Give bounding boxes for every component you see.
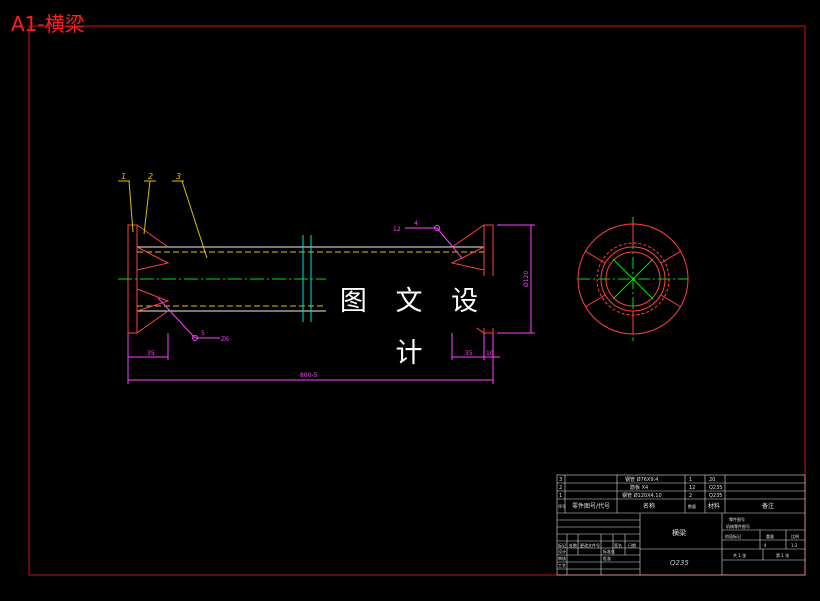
bom-header-name: 名称 — [643, 502, 655, 510]
bom-header-no: 序号 — [558, 503, 566, 509]
bom-row-name: 筋板 X4 — [630, 484, 648, 491]
part-name: 横梁 — [672, 528, 686, 537]
signoff-label: 工艺 — [558, 563, 566, 568]
balloon-1: 1 — [121, 172, 126, 181]
title-block — [556, 474, 806, 576]
dim-overall-length: 800-5 — [300, 372, 318, 379]
balloon-3: 3 — [176, 172, 181, 181]
dim-left-offset: 35 — [147, 350, 155, 357]
bom-header-qty: 数量 — [688, 503, 696, 509]
qty-value: 4 — [764, 543, 767, 548]
bom-row-no: 2 — [559, 485, 562, 491]
title-block-text: 横梁 Q235 零件图号 机械零件图号 阶段标记 重量 比例 4 1:2 共 1… — [558, 516, 799, 568]
drawing-title: A1-横梁 — [11, 12, 85, 36]
balloon-leaders — [118, 180, 208, 259]
bom-header-remark: 备注 — [762, 502, 774, 510]
weld-bottom-sym: Z6 — [221, 336, 229, 343]
scale-label: 比例 — [791, 533, 799, 539]
drawing-border — [28, 25, 806, 576]
dimension-lines — [127, 224, 535, 384]
bom-header-code: 零件图号/代号 — [572, 502, 610, 510]
stage-label: 阶段标记 — [725, 533, 741, 539]
change-label: 处数 — [569, 542, 577, 548]
weld-top-sym: 12 — [393, 226, 401, 233]
bom-row-material: Q235 — [709, 493, 722, 499]
change-label: 日期 — [628, 542, 636, 548]
weld-symbols — [157, 225, 463, 341]
bom-row-material: Q235 — [709, 485, 722, 491]
dim-diameter: Ø120 — [523, 271, 530, 287]
sheet-total: 共 1 张 — [733, 552, 746, 558]
dim-right-small: 10 — [486, 350, 494, 357]
watermark: 图 文 设 计 — [326, 276, 502, 369]
bom-row-name: 钢管 Ø76X9.4 — [625, 476, 658, 483]
change-label: 签名 — [614, 542, 622, 548]
part-material: Q235 — [670, 559, 689, 567]
balloon-2: 2 — [148, 172, 153, 181]
change-label: 标记 — [558, 542, 566, 548]
bom-table: 3 钢管 Ø76X9.4 1 20 2 筋板 X4 12 Q235 1 钢管 Ø… — [558, 476, 774, 510]
bom-row-no: 1 — [559, 493, 562, 499]
weld-top-size: 4 — [414, 220, 418, 227]
school-name: 机械零件图号 — [726, 523, 750, 529]
bom-row-no: 3 — [559, 477, 562, 483]
bom-row-qty: 2 — [689, 493, 692, 499]
signoff-label: 审核 — [558, 555, 566, 561]
bom-row-name: 钢管 Ø120X4.10 — [622, 492, 662, 499]
signoff-label: 标准化 — [603, 548, 615, 554]
bom-header-material: 材料 — [708, 502, 720, 510]
signoff-label: 批准 — [603, 555, 611, 561]
org-name: 零件图号 — [729, 516, 745, 522]
bom-row-material: 20 — [709, 477, 715, 483]
weld-bottom-size: 5 — [201, 330, 205, 337]
bom-row-qty: 12 — [689, 485, 695, 491]
weight-label: 重量 — [766, 533, 774, 539]
bom-row-qty: 1 — [689, 477, 692, 483]
signoff-label: 设计 — [558, 548, 566, 554]
sheet-no: 第 1 张 — [776, 552, 789, 558]
scale-value: 1:2 — [791, 543, 798, 548]
side-view — [577, 217, 689, 341]
dim-right-offset: 35 — [465, 350, 473, 357]
change-label: 更改文件号 — [580, 542, 600, 548]
